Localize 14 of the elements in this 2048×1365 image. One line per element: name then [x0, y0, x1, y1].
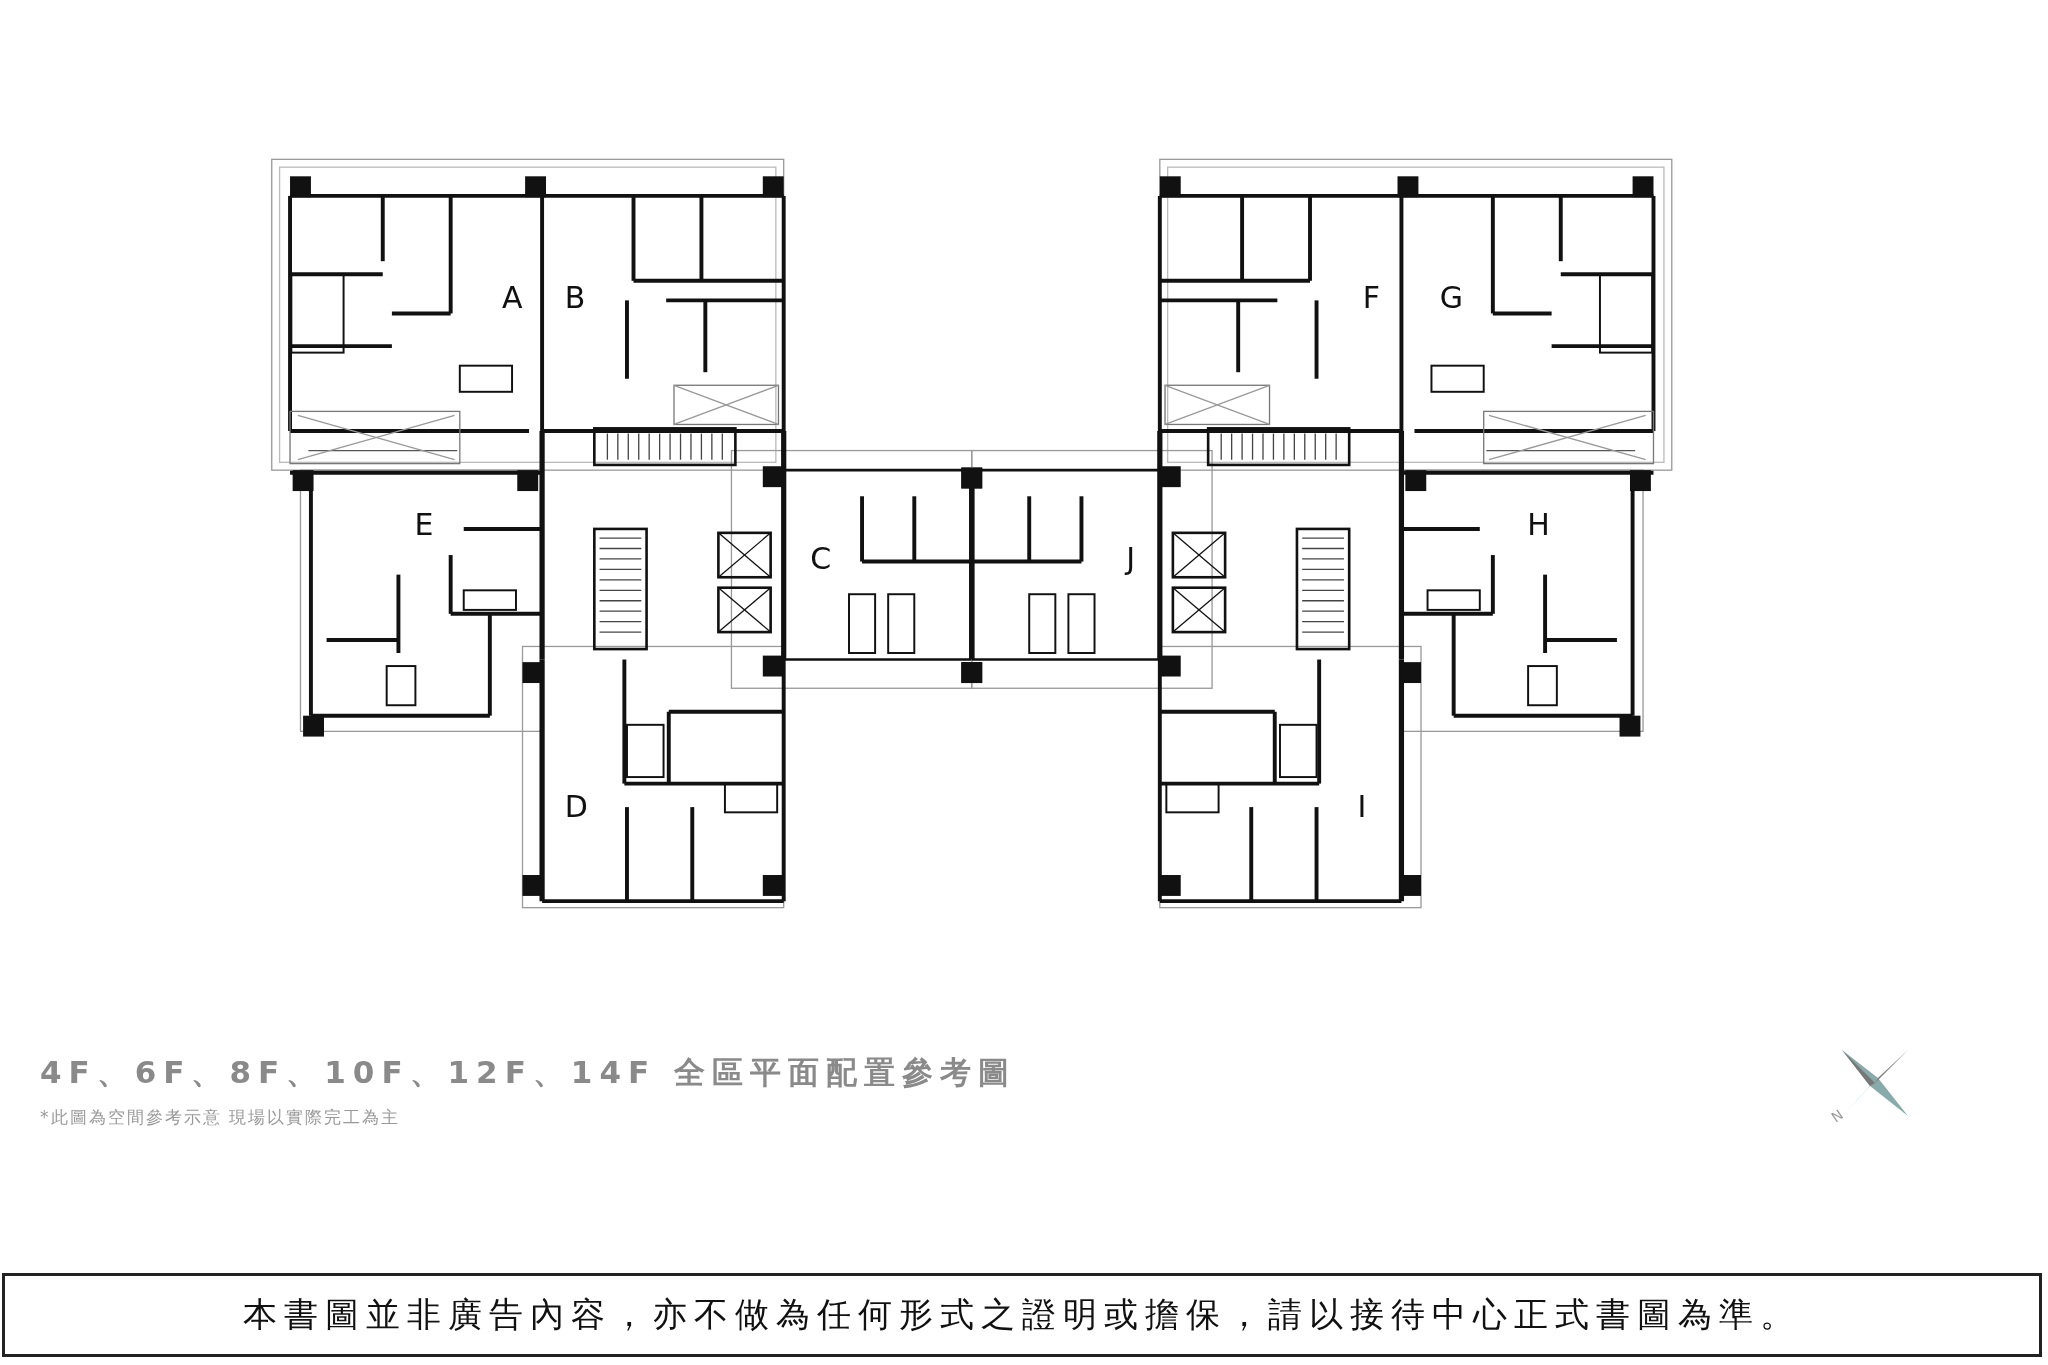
unit-label: B	[564, 279, 586, 315]
unit-label: I	[1357, 789, 1367, 825]
unit-label: A	[502, 279, 523, 315]
unit-label: C	[810, 541, 832, 576]
north-label: N	[1828, 1106, 1847, 1126]
note-text: *此圖為空間參考示意 現場以實際完工為主	[40, 1106, 400, 1129]
unit-label: D	[564, 789, 588, 825]
plan-title: 4F、6F、8F、10F、12F、14F 全區平面配置參考圖	[40, 1053, 1016, 1092]
unit-label: G	[1439, 279, 1464, 315]
unit-label: H	[1527, 507, 1550, 543]
unit-label: J	[1126, 541, 1136, 576]
unit-label: E	[414, 507, 434, 543]
disclaimer-text: 本書圖並非廣告內容，亦不做為任何形式之證明或擔保，請以接待中心正式書圖為準。	[2, 1273, 2042, 1357]
unit-label: F	[1362, 279, 1380, 315]
